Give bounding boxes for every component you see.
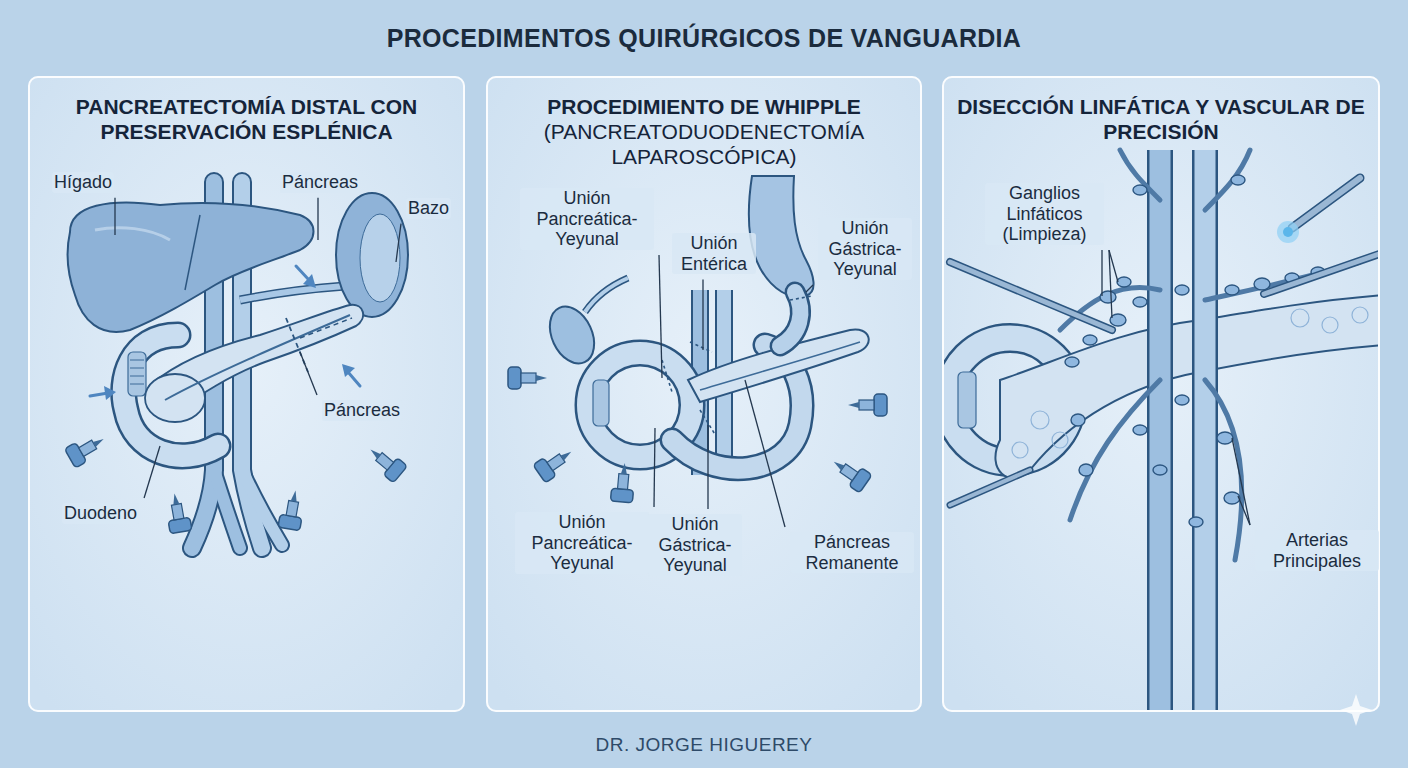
lymph-dissection-art [948,150,1378,710]
leader-line [1101,250,1102,296]
leader-line [659,255,662,378]
panel-ground [486,76,922,712]
anatomy-label: Unión Pancreática-Yeyunal [515,512,649,574]
leader-line [114,198,115,235]
distal-pancreatectomy-art [64,182,408,548]
anatomy-label: Unión Pancreática-Yeyunal [520,188,654,250]
leader-line [1232,438,1250,525]
anatomy-label: Hígado [52,172,114,193]
diagram-caption: DR. JORGE HIGUEREY [0,734,1408,756]
leader-line [707,425,708,509]
anatomy-label: Arterias Principales [1255,530,1379,571]
procedure-panel: PROCEDIMIENTO DE WHIPPLE(PANCREATODUODEN… [486,76,922,712]
leader-line [702,279,703,350]
panel-heading: PANCREATECTOMÍA DISTAL CON PRESERVACIÓN … [42,94,451,144]
leader-line [317,198,318,240]
leader-line [396,224,401,262]
anatomy-label: Unión Gástrica-Yeyunal [648,514,742,576]
diagram-title: PROCEDIMENTOS QUIRÚRGICOS DE VANGUARDIA [0,24,1408,53]
panel-heading: PROCEDIMIENTO DE WHIPPLE [500,94,908,119]
anatomy-label: Ganglios Linfáticos (Limpieza) [985,183,1104,245]
leader-line [806,285,813,292]
leader-line [144,446,160,498]
sparkle-icon [1340,694,1372,726]
anatomy-label: Duodeno [62,503,139,524]
anatomy-label: Páncreas [280,172,360,193]
anatomy-label: Bazo [406,198,451,219]
leader-line [654,428,655,507]
panel-subheading: (PANCREATODUODENECTOMÍA LAPAROSCÓPICA) [500,119,908,169]
panel-ground [28,76,465,712]
leader-line [300,352,317,395]
anatomy-label: Páncreas [322,400,402,421]
anatomy-label: Unión Gástrica-Yeyunal [818,218,912,280]
procedure-panel: DISECCIÓN LINFÁTICA Y VASCULAR DE PRECIS… [942,76,1380,712]
anatomy-label: Páncreas Remanente [790,532,914,573]
anatomy-label: Unión Entérica [672,233,756,274]
panel-heading: DISECCIÓN LINFÁTICA Y VASCULAR DE PRECIS… [956,94,1366,144]
leader-line [745,380,785,527]
leader-line [1238,496,1250,525]
leader-line [1109,250,1118,282]
